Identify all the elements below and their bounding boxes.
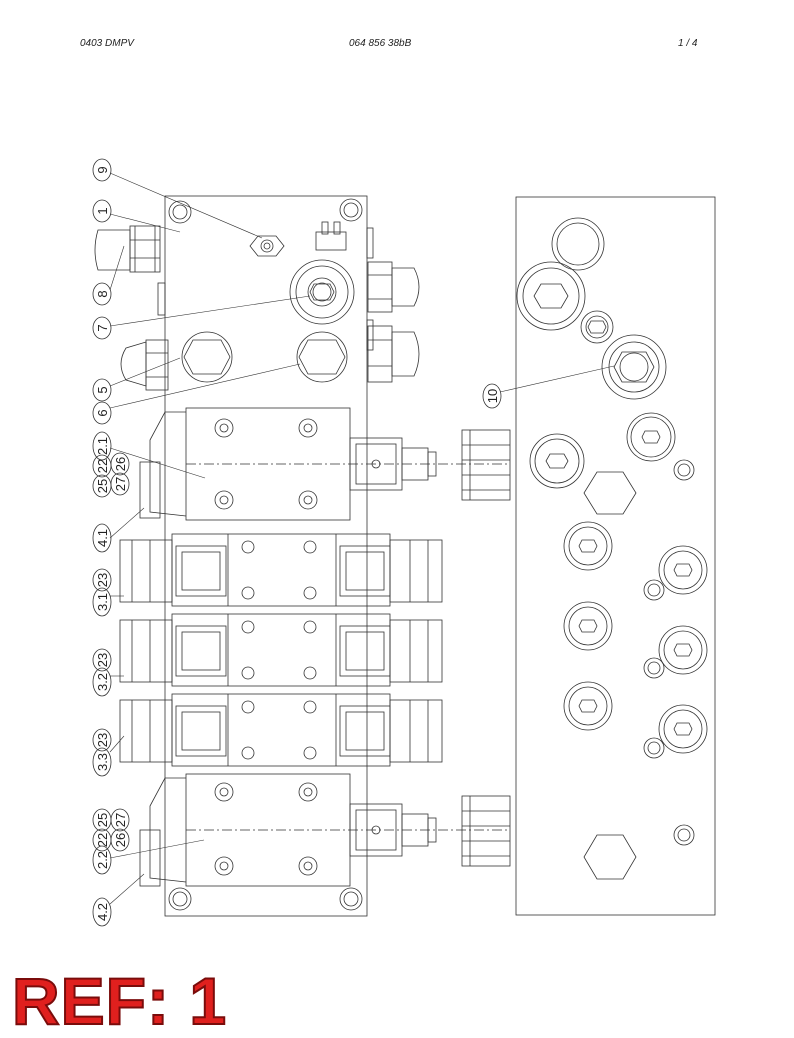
svg-text:23: 23 [95, 653, 110, 667]
callout-1: 1 [92, 199, 112, 223]
header-page: 1 / 4 [678, 38, 698, 49]
svg-text:2.2: 2.2 [95, 851, 110, 869]
callout-23-b: 23 [92, 648, 112, 672]
valve-3-2 [119, 613, 443, 687]
header-center: 064 856 38bB [349, 38, 412, 49]
header-left: 0403 DMPV [80, 38, 134, 49]
main-manifold [157, 195, 374, 917]
plugs-6 [181, 331, 348, 383]
callout-22-top: 22 [92, 454, 112, 478]
callout-9: 9 [92, 158, 112, 182]
ref-label: REF: 1 [11, 964, 228, 1038]
svg-text:10: 10 [485, 389, 500, 403]
valve-3-3 [119, 693, 443, 767]
svg-text:26: 26 [113, 457, 128, 471]
callout-2-1: 2.1 [92, 431, 112, 461]
callout-22-bottom: 22 [92, 828, 112, 852]
svg-text:4.2: 4.2 [95, 903, 110, 921]
svg-text:5: 5 [95, 386, 110, 393]
callout-26-bottom: 26 [110, 828, 130, 852]
svg-text:25: 25 [95, 479, 110, 493]
callout-labels: 9 1 8 7 5 6 2.1 22 [92, 158, 502, 927]
valve-4-1 [139, 407, 511, 521]
callout-25-top: 25 [92, 474, 112, 498]
callout-5: 5 [92, 378, 112, 402]
callout-2-2: 2.2 [92, 845, 112, 875]
svg-text:22: 22 [95, 459, 110, 473]
right-fittings [367, 261, 420, 383]
svg-text:6: 6 [95, 409, 110, 416]
fitting-5 [120, 339, 169, 391]
svg-text:3.1: 3.1 [95, 593, 110, 611]
callout-8: 8 [92, 282, 112, 306]
coil-7 [289, 221, 355, 325]
svg-text:25: 25 [95, 813, 110, 827]
svg-text:7: 7 [95, 324, 110, 331]
svg-text:2.1: 2.1 [95, 437, 110, 455]
svg-text:23: 23 [95, 573, 110, 587]
svg-text:27: 27 [113, 813, 128, 827]
callout-6: 6 [92, 401, 112, 425]
callout-27-bottom: 27 [110, 808, 130, 832]
callout-25-bottom: 25 [92, 808, 112, 832]
leader-lines [109, 172, 615, 905]
callout-3-2: 3.2 [92, 667, 112, 697]
svg-text:23: 23 [95, 733, 110, 747]
callout-4-1: 4.1 [92, 523, 112, 553]
callout-3-3: 3.3 [92, 747, 112, 777]
callout-4-2: 4.2 [92, 897, 112, 927]
svg-text:9: 9 [95, 166, 110, 173]
svg-text:22: 22 [95, 833, 110, 847]
callout-23-a: 23 [92, 568, 112, 592]
svg-text:26: 26 [113, 833, 128, 847]
callout-3-1: 3.1 [92, 587, 112, 617]
svg-text:3.3: 3.3 [95, 753, 110, 771]
callout-7: 7 [92, 316, 112, 340]
svg-text:4.1: 4.1 [95, 529, 110, 547]
svg-text:27: 27 [113, 477, 128, 491]
callout-10: 10 [482, 383, 502, 409]
svg-text:8: 8 [95, 290, 110, 297]
callout-26-top: 26 [110, 452, 130, 476]
svg-text:1: 1 [95, 207, 110, 214]
valve-4-2 [139, 773, 511, 887]
fitting-8 [94, 225, 161, 273]
svg-text:3.2: 3.2 [95, 673, 110, 691]
plug-9 [249, 235, 285, 257]
side-view-panel [515, 196, 716, 916]
callout-23-c: 23 [92, 728, 112, 752]
valve-3-1 [119, 533, 443, 607]
callout-27-top: 27 [110, 472, 130, 496]
